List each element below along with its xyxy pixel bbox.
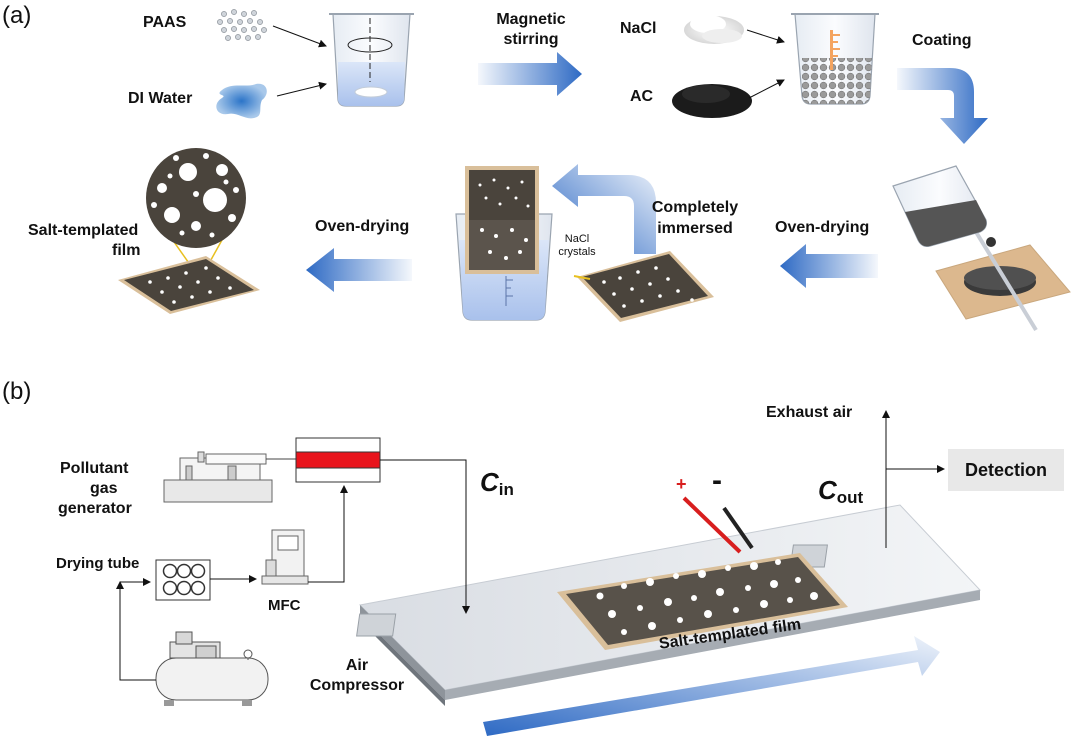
pollutant-label-1: Pollutant xyxy=(60,460,129,477)
exhaust-air-label: Exhaust air xyxy=(766,404,853,421)
salt-templated-label-1: Salt-templated xyxy=(28,222,139,239)
arrow-curve-down-icon xyxy=(897,68,988,144)
film-with-crystals-icon xyxy=(573,251,714,322)
immersion-beaker-icon xyxy=(455,166,553,321)
nacl-label: NaCl xyxy=(620,20,657,37)
stirring-beaker-icon xyxy=(329,13,414,107)
arrow-left-icon-2 xyxy=(306,248,412,292)
paas-beads-icon xyxy=(217,9,267,41)
mixing-chamber-icon xyxy=(295,437,381,483)
oven-drying-left-label: Oven-drying xyxy=(315,218,410,235)
immersed-label: immersed xyxy=(657,220,733,237)
drying-tube-icon xyxy=(155,559,211,601)
pollutant-label-2: gas xyxy=(90,480,118,497)
magnetic-label: Magnetic xyxy=(496,11,566,28)
minus-sign: - xyxy=(712,464,722,497)
air-label: Air xyxy=(345,657,369,674)
flow-direction-arrow-icon xyxy=(483,636,940,736)
arrow-curve-up-icon xyxy=(552,164,656,254)
panel-b-label: (b) xyxy=(2,378,32,405)
water-drop-icon xyxy=(216,83,267,119)
oven-drying-right-label: Oven-drying xyxy=(775,219,870,236)
completely-label: Completely xyxy=(651,199,739,216)
pouring-beaker-icon xyxy=(892,165,1071,332)
detection-box: Detection xyxy=(948,449,1064,491)
plus-sign: + xyxy=(676,474,687,494)
mixing-beaker-icon xyxy=(791,13,879,105)
air-compressor-icon xyxy=(155,631,269,706)
mfc-label: MFC xyxy=(268,597,301,614)
c-in-label: Cin xyxy=(480,467,514,499)
ac-powder-icon xyxy=(672,84,752,118)
pollutant-label-3: generator xyxy=(58,500,132,517)
di-water-label: DI Water xyxy=(128,90,193,107)
ac-label: AC xyxy=(630,88,654,105)
paas-label: PAAS xyxy=(143,14,187,31)
mfc-icon xyxy=(261,529,309,585)
syringe-pump-icon xyxy=(163,451,296,503)
coating-label: Coating xyxy=(912,32,972,49)
c-out-label: Cout xyxy=(818,475,864,507)
panel-a-label: (a) xyxy=(2,2,32,29)
nacl-crystals-label-2: crystals xyxy=(558,246,596,258)
nacl-crystals-label-1: NaCl xyxy=(564,233,590,245)
salt-templated-film-icon xyxy=(118,148,260,314)
reactor-platform-icon xyxy=(356,496,981,706)
drying-tube-label: Drying tube xyxy=(56,555,140,572)
stirring-label: stirring xyxy=(503,31,559,48)
salt-templated-label-2: film xyxy=(112,242,141,259)
compressor-label: Compressor xyxy=(309,677,405,694)
arrow-right-icon xyxy=(478,52,582,96)
arrow-left-icon xyxy=(780,244,878,288)
nacl-powder-icon xyxy=(684,15,744,44)
